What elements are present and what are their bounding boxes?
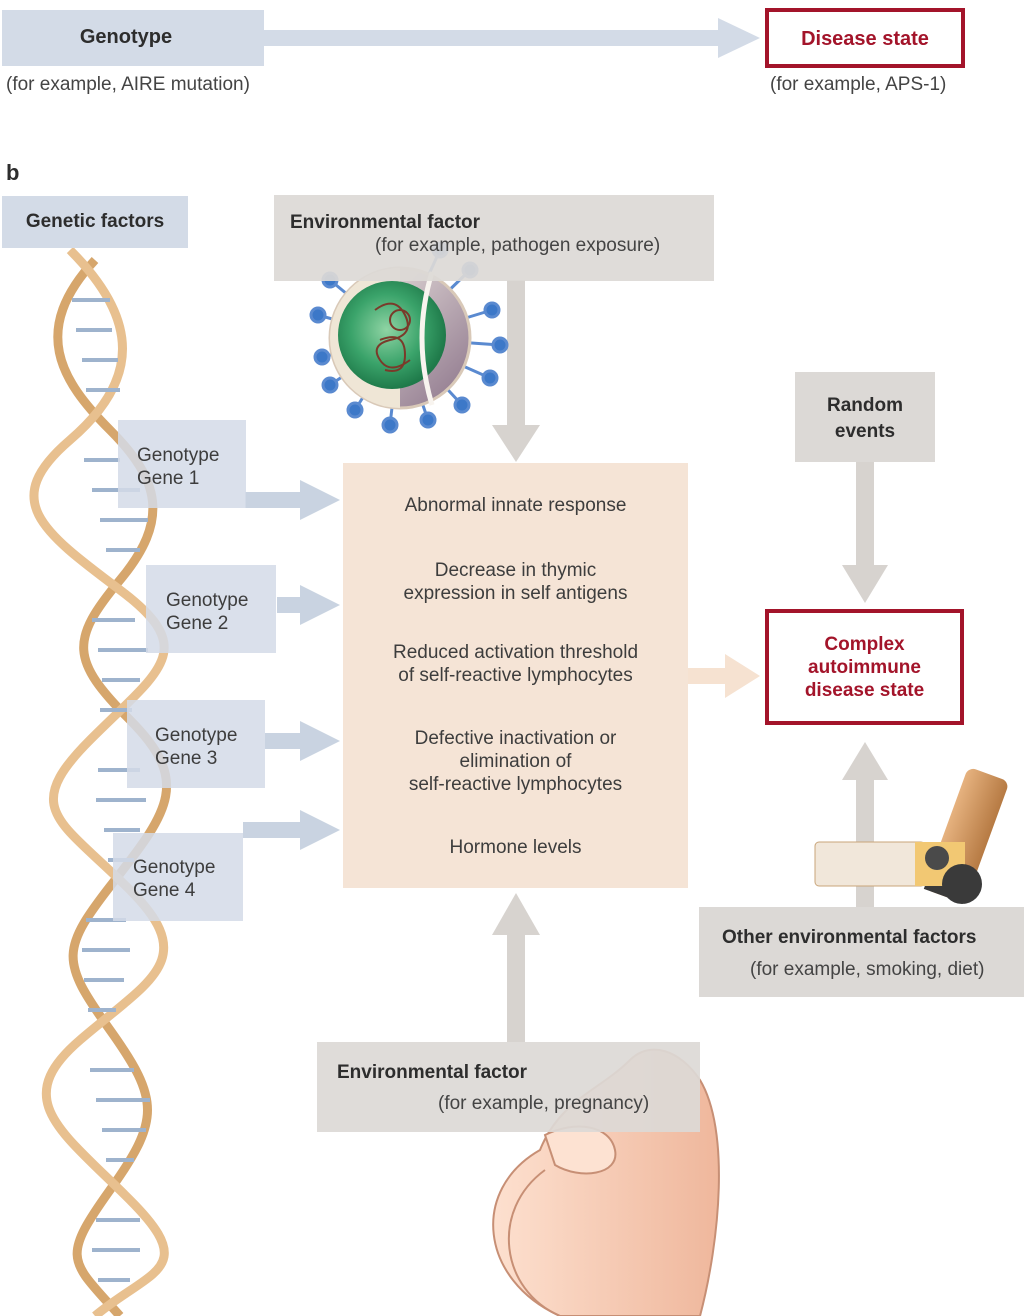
genetic-factors-label: Genetic factors bbox=[25, 211, 165, 232]
mechanism-threshold-line2: of self-reactive lymphocytes bbox=[398, 665, 633, 686]
gene-2-box bbox=[146, 565, 276, 653]
disease-state-label: Disease state bbox=[801, 28, 929, 50]
random-events-box bbox=[795, 372, 935, 462]
random-events-line2: events bbox=[834, 421, 896, 442]
complex-disease-line3: disease state bbox=[804, 680, 925, 701]
gene-1-line1: Genotype bbox=[137, 445, 220, 466]
mechanism-thymic-line1: Decrease in thymic bbox=[434, 560, 597, 581]
gene-3-line1: Genotype bbox=[155, 725, 238, 746]
env-factor-top-box bbox=[274, 195, 714, 281]
env-factor-top-example: (for example, pathogen exposure) bbox=[375, 235, 661, 256]
mechanism-inactivation-line3: self-reactive lymphocytes bbox=[408, 774, 623, 795]
mechanisms-box: Abnormal innate response Decrease in thy… bbox=[343, 463, 688, 888]
mechanism-thymic-line2: expression in self antigens bbox=[403, 583, 628, 604]
gene-2-line2: Gene 2 bbox=[166, 613, 229, 634]
mechanism-inactivation-line2: elimination of bbox=[459, 751, 572, 772]
gene-4-line2: Gene 4 bbox=[133, 880, 196, 901]
other-env-box bbox=[699, 907, 1024, 997]
gene-1-box bbox=[118, 420, 246, 508]
gene-4-box bbox=[113, 833, 243, 921]
env-factor-bottom-example: (for example, pregnancy) bbox=[438, 1093, 650, 1114]
env-factor-top-title: Environmental factor bbox=[290, 212, 481, 233]
random-events-line1: Random bbox=[827, 395, 903, 416]
panel-letter: b bbox=[6, 160, 20, 185]
panel-a-arrow bbox=[262, 18, 760, 58]
complex-disease-line2: autoimmune bbox=[808, 657, 921, 678]
other-env-title: Other environmental factors bbox=[722, 927, 977, 948]
mechanism-inactivation-line1: Defective inactivation or bbox=[414, 728, 617, 749]
disease-example: (for example, APS-1) bbox=[770, 74, 947, 95]
env-factor-bottom-box bbox=[317, 1042, 700, 1132]
mechanism-hormone: Hormone levels bbox=[449, 837, 582, 858]
gene-1-line2: Gene 1 bbox=[137, 468, 200, 489]
genetic-factors-box bbox=[2, 196, 188, 248]
env-factor-bottom-title: Environmental factor bbox=[337, 1062, 528, 1083]
disease-state-box bbox=[765, 8, 965, 68]
gene-2-line1: Genotype bbox=[166, 590, 249, 611]
genotype-box bbox=[2, 10, 264, 66]
mechanism-innate: Abnormal innate response bbox=[404, 495, 627, 516]
cigarettes-icon bbox=[814, 768, 1008, 904]
gene-4-line1: Genotype bbox=[133, 857, 216, 878]
genotype-example: (for example, AIRE mutation) bbox=[6, 74, 250, 95]
gene-3-line2: Gene 3 bbox=[155, 748, 218, 769]
other-env-example: (for example, smoking, diet) bbox=[750, 959, 985, 980]
genotype-label: Genotype bbox=[79, 26, 173, 48]
complex-disease-line1: Complex bbox=[824, 634, 905, 655]
mechanism-threshold-line1: Reduced activation threshold bbox=[392, 642, 639, 663]
complex-disease-box bbox=[765, 609, 964, 725]
virus-icon bbox=[309, 241, 509, 434]
gene-3-box bbox=[127, 700, 265, 788]
